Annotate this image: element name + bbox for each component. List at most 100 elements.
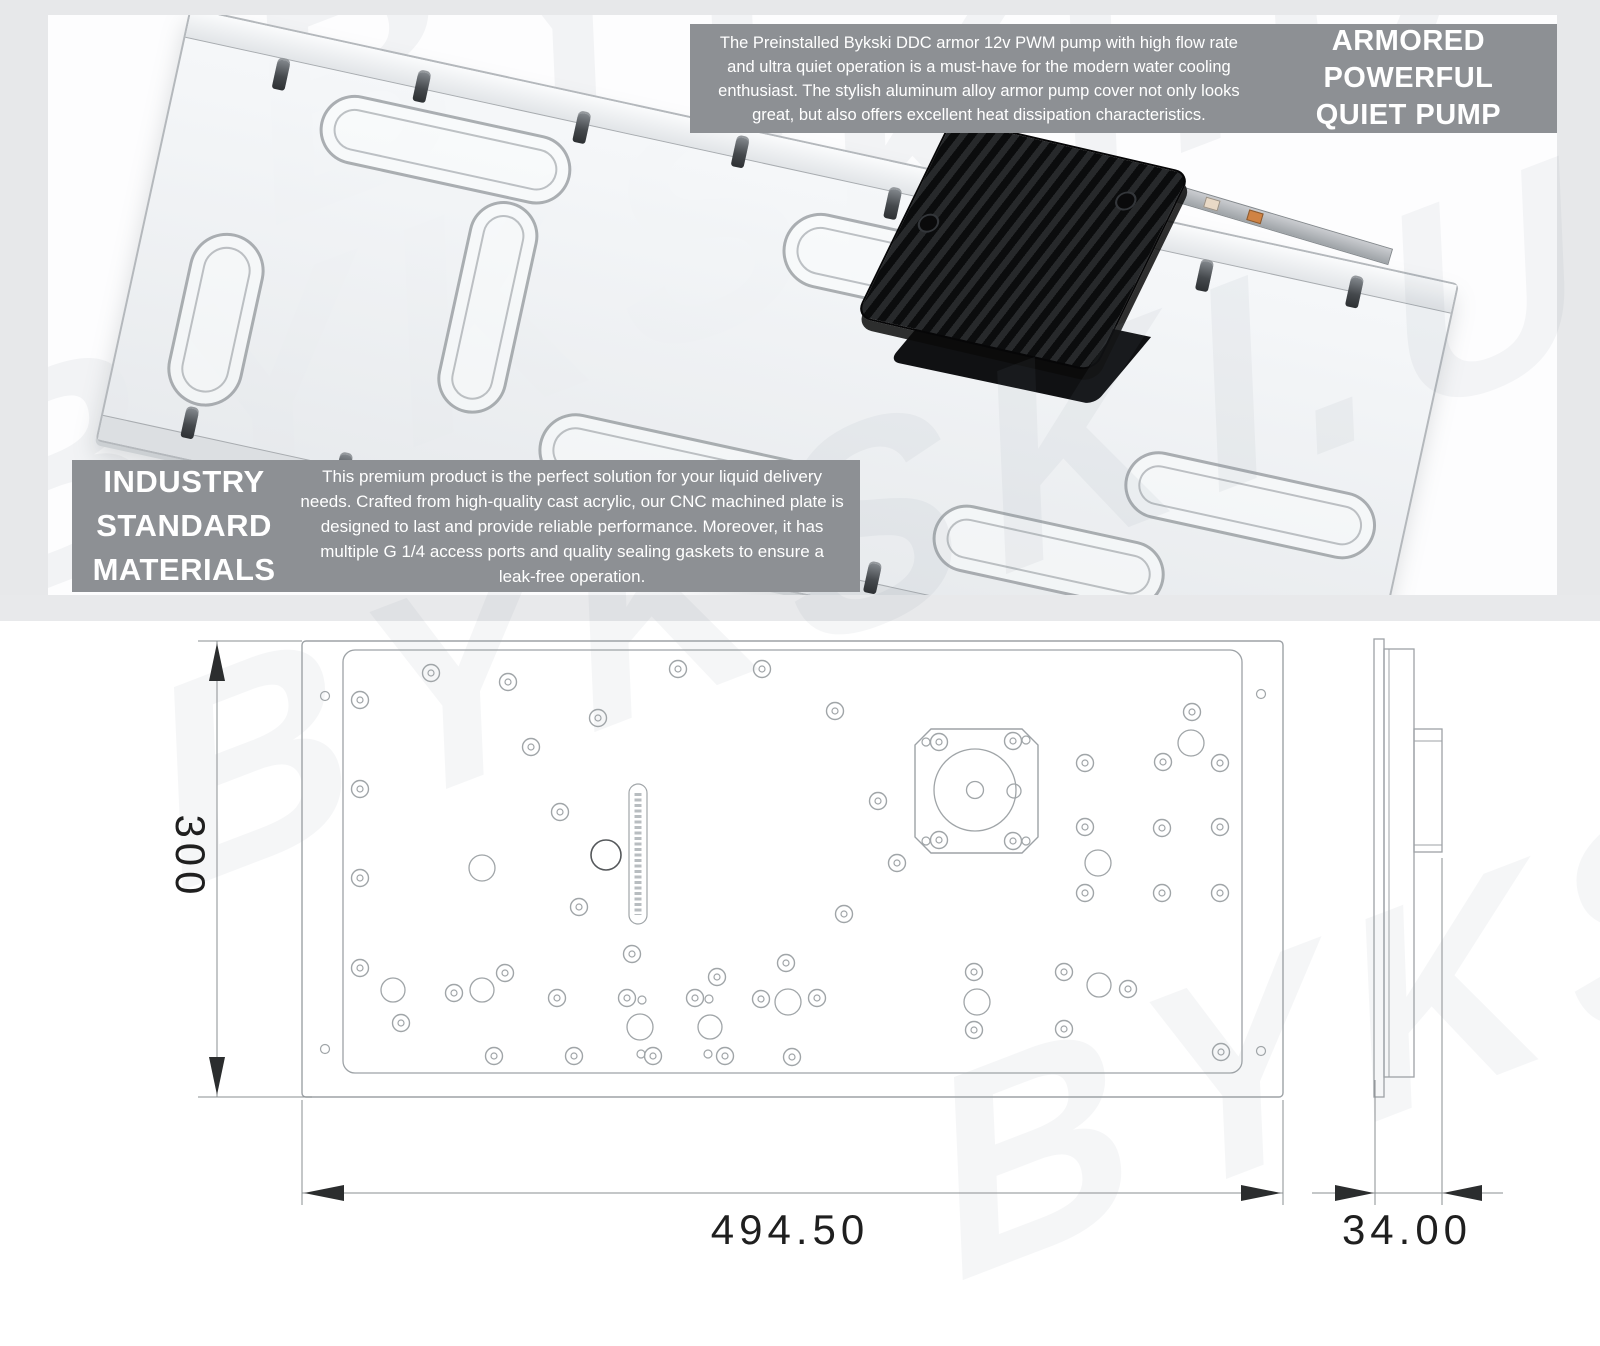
g14-port-hole bbox=[1084, 849, 1112, 877]
coolant-channel-loop bbox=[430, 194, 546, 421]
screw-hole-center bbox=[553, 994, 561, 1002]
screw-hole-center bbox=[501, 969, 509, 977]
screw-hole-center bbox=[356, 874, 364, 882]
pump-body-circle bbox=[933, 748, 1017, 832]
depth-arrow-right bbox=[1443, 1185, 1482, 1201]
small-hole bbox=[703, 1049, 713, 1059]
small-hole bbox=[921, 836, 931, 846]
corner-mount-hole bbox=[1255, 688, 1267, 700]
screw-hole bbox=[1003, 831, 1023, 851]
screw-hole bbox=[929, 732, 949, 752]
small-hole bbox=[636, 1049, 646, 1059]
pump-feature-title-line2: QUIET PUMP bbox=[1315, 99, 1502, 131]
height-arrow-up bbox=[209, 643, 225, 681]
page-margin-left bbox=[0, 15, 48, 597]
corner-mount-hole bbox=[319, 1043, 331, 1055]
screw-hole bbox=[569, 897, 589, 917]
screw-hole bbox=[752, 659, 772, 679]
led-dot bbox=[1203, 196, 1221, 212]
screw-hole-center bbox=[782, 959, 790, 967]
screw-hole-center bbox=[450, 989, 458, 997]
front-view-inner-outline bbox=[342, 649, 1243, 1074]
pump-feature-paragraph: The Preinstalled Bykski DDC armor 12v PW… bbox=[718, 33, 1240, 124]
standoff-pin bbox=[271, 58, 291, 92]
g14-port-hole bbox=[963, 988, 991, 1016]
screw-hole bbox=[495, 963, 515, 983]
pump-feature-title-line1: ARMORED POWERFUL bbox=[1323, 25, 1494, 94]
screw-hole bbox=[782, 1047, 802, 1067]
screw-hole-center bbox=[721, 1052, 729, 1060]
led-dot bbox=[1246, 209, 1264, 225]
page-margin-right bbox=[1557, 15, 1600, 597]
screw-hole-center bbox=[757, 995, 765, 1003]
materials-title: INDUSTRY STANDARD MATERIALS bbox=[72, 460, 296, 592]
screw-hole bbox=[1054, 962, 1074, 982]
screw-hole-center bbox=[840, 910, 848, 918]
corner-mount-hole bbox=[1255, 1045, 1267, 1057]
screw-hole bbox=[521, 737, 541, 757]
dim-depth-text: 34.00 bbox=[1342, 1206, 1472, 1253]
screw-hole bbox=[964, 1020, 984, 1040]
screw-hole bbox=[776, 953, 796, 973]
dim-height-text: 300 bbox=[167, 814, 214, 899]
screw-hole-center bbox=[1188, 708, 1196, 716]
screw-hole-center bbox=[1009, 837, 1017, 845]
screw-hole bbox=[350, 958, 370, 978]
screw-hole-center bbox=[356, 785, 364, 793]
screw-hole-center bbox=[1060, 968, 1068, 976]
depth-arrow-left bbox=[1335, 1185, 1374, 1201]
screw-hole-center bbox=[397, 1019, 405, 1027]
g14-port-hole bbox=[697, 1014, 723, 1040]
screw-hole-center bbox=[970, 968, 978, 976]
screw-hole bbox=[685, 988, 705, 1008]
screw-hole-center bbox=[356, 964, 364, 972]
materials-title-line2: STANDARD bbox=[96, 508, 272, 543]
screw-hole-center bbox=[1081, 823, 1089, 831]
screw-hole-center bbox=[970, 1026, 978, 1034]
pump-cover-screw bbox=[1111, 189, 1141, 213]
g14-port-hole bbox=[1086, 972, 1112, 998]
screw-hole bbox=[421, 663, 441, 683]
materials-title-line1: INDUSTRY bbox=[103, 464, 265, 499]
screw-hole bbox=[887, 853, 907, 873]
screw-hole bbox=[929, 830, 949, 850]
screw-hole-center bbox=[713, 973, 721, 981]
screw-hole-center bbox=[1159, 758, 1167, 766]
screw-hole-center bbox=[893, 859, 901, 867]
screw-hole-center bbox=[1081, 759, 1089, 767]
model-label-slot bbox=[628, 783, 648, 925]
width-arrow-left bbox=[304, 1185, 344, 1201]
standoff-pin bbox=[883, 188, 903, 221]
screw-hole bbox=[1054, 1019, 1074, 1039]
screw-hole bbox=[868, 791, 888, 811]
screw-hole-center bbox=[1216, 823, 1224, 831]
coolant-channel-loop bbox=[1117, 444, 1383, 566]
screw-hole bbox=[391, 1013, 411, 1033]
screw-hole bbox=[1152, 818, 1172, 838]
small-hole bbox=[704, 994, 714, 1004]
screw-hole bbox=[547, 988, 567, 1008]
screw-hole-center bbox=[504, 678, 512, 686]
materials-box: INDUSTRY STANDARD MATERIALS This premium… bbox=[72, 460, 860, 592]
screw-hole bbox=[1118, 979, 1138, 999]
screw-hole bbox=[617, 988, 637, 1008]
screw-hole-center bbox=[1216, 889, 1224, 897]
screw-hole bbox=[1075, 817, 1095, 837]
screw-hole-center bbox=[758, 665, 766, 673]
g14-port-hole bbox=[1177, 729, 1205, 757]
screw-hole bbox=[622, 944, 642, 964]
pump-flange-outline bbox=[914, 728, 1039, 854]
materials-paragraph: This premium product is the perfect solu… bbox=[300, 466, 844, 586]
screw-hole-center bbox=[1124, 985, 1132, 993]
screw-hole bbox=[1075, 883, 1095, 903]
page-margin-top bbox=[0, 0, 1600, 15]
g14-port-hole bbox=[590, 839, 622, 871]
small-hole bbox=[1021, 836, 1031, 846]
height-arrow-down bbox=[209, 1057, 225, 1095]
side-view-pump-block bbox=[1413, 728, 1443, 853]
screw-hole-center bbox=[570, 1052, 578, 1060]
screw-hole-center bbox=[1060, 1025, 1068, 1033]
front-view-outer-outline bbox=[301, 640, 1284, 1098]
screw-hole bbox=[550, 802, 570, 822]
